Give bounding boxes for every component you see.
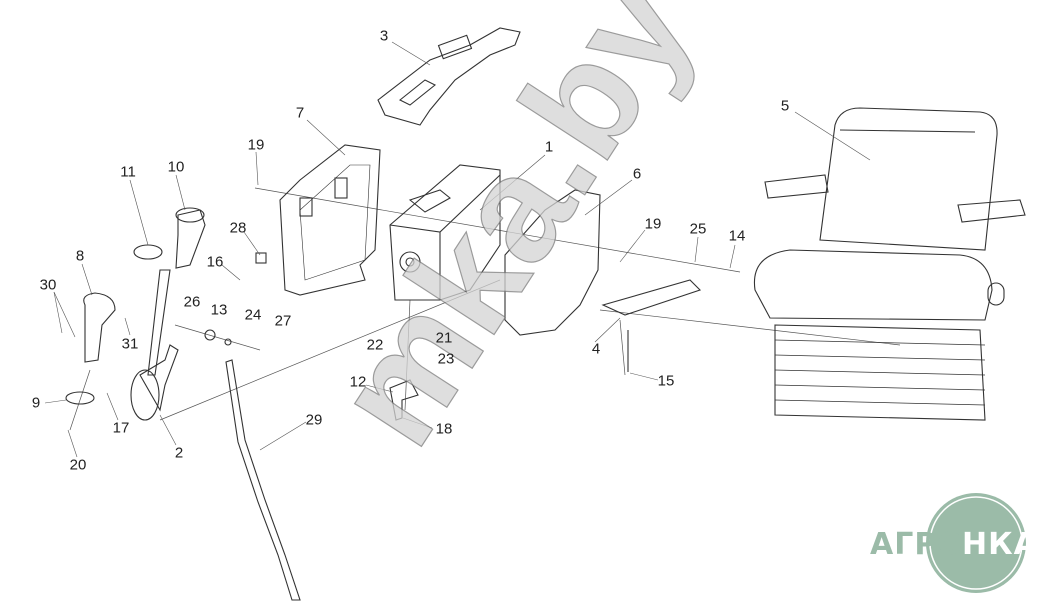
cable-part-29 [225, 359, 301, 601]
callout-2: 2 [174, 444, 184, 462]
callout-27: 27 [274, 312, 292, 330]
assembly-axis-lines [69, 187, 901, 431]
callout-4: 4 [591, 340, 601, 358]
handle-part-8 [83, 292, 116, 363]
callout-14: 14 [728, 227, 746, 245]
logo-text-left: АГРО [870, 527, 964, 562]
agronka-logo [926, 493, 1026, 593]
callout-21: 21 [435, 329, 453, 347]
callout-25: 25 [689, 220, 707, 238]
callout-19-left: 19 [247, 136, 265, 154]
callout-18: 18 [435, 420, 453, 438]
side-panel-part-7 [279, 144, 381, 296]
callout-22: 22 [366, 336, 384, 354]
bracket-part-4 [601, 279, 702, 316]
mechanism-part-2 [130, 369, 160, 421]
cap-part-11 [133, 244, 163, 260]
callout-7: 7 [295, 104, 305, 122]
callout-24: 24 [244, 306, 262, 324]
callout-8: 8 [75, 247, 85, 265]
seat-part-5 [753, 107, 1026, 421]
callout-30: 30 [39, 276, 57, 294]
callout-6: 6 [632, 165, 642, 183]
leader-lines [44, 41, 871, 458]
callout-10: 10 [167, 158, 185, 176]
side-panel-part-6 [504, 189, 601, 336]
cap-part-9 [65, 391, 95, 405]
callout-28: 28 [229, 219, 247, 237]
callout-17: 17 [112, 419, 130, 437]
housing-part-1 [389, 164, 501, 301]
callout-20: 20 [69, 456, 87, 474]
callout-19-right: 19 [644, 215, 662, 233]
callout-13: 13 [210, 301, 228, 319]
callout-15: 15 [657, 372, 675, 390]
callout-12: 12 [349, 373, 367, 391]
logo-text-right: НКА [962, 527, 1038, 562]
callout-9: 9 [31, 394, 41, 412]
bracket-part-12 [389, 379, 419, 421]
callout-3: 3 [379, 27, 389, 45]
callout-1: 1 [544, 138, 554, 156]
callout-26: 26 [183, 293, 201, 311]
console-cover-part-3 [377, 27, 521, 126]
callout-23: 23 [437, 350, 455, 368]
callout-16: 16 [206, 253, 224, 271]
callout-31: 31 [121, 335, 139, 353]
callout-11: 11 [120, 163, 136, 181]
callout-29: 29 [305, 411, 323, 429]
rod [147, 269, 171, 376]
callout-5: 5 [780, 97, 790, 115]
lever-part-10 [175, 209, 206, 269]
